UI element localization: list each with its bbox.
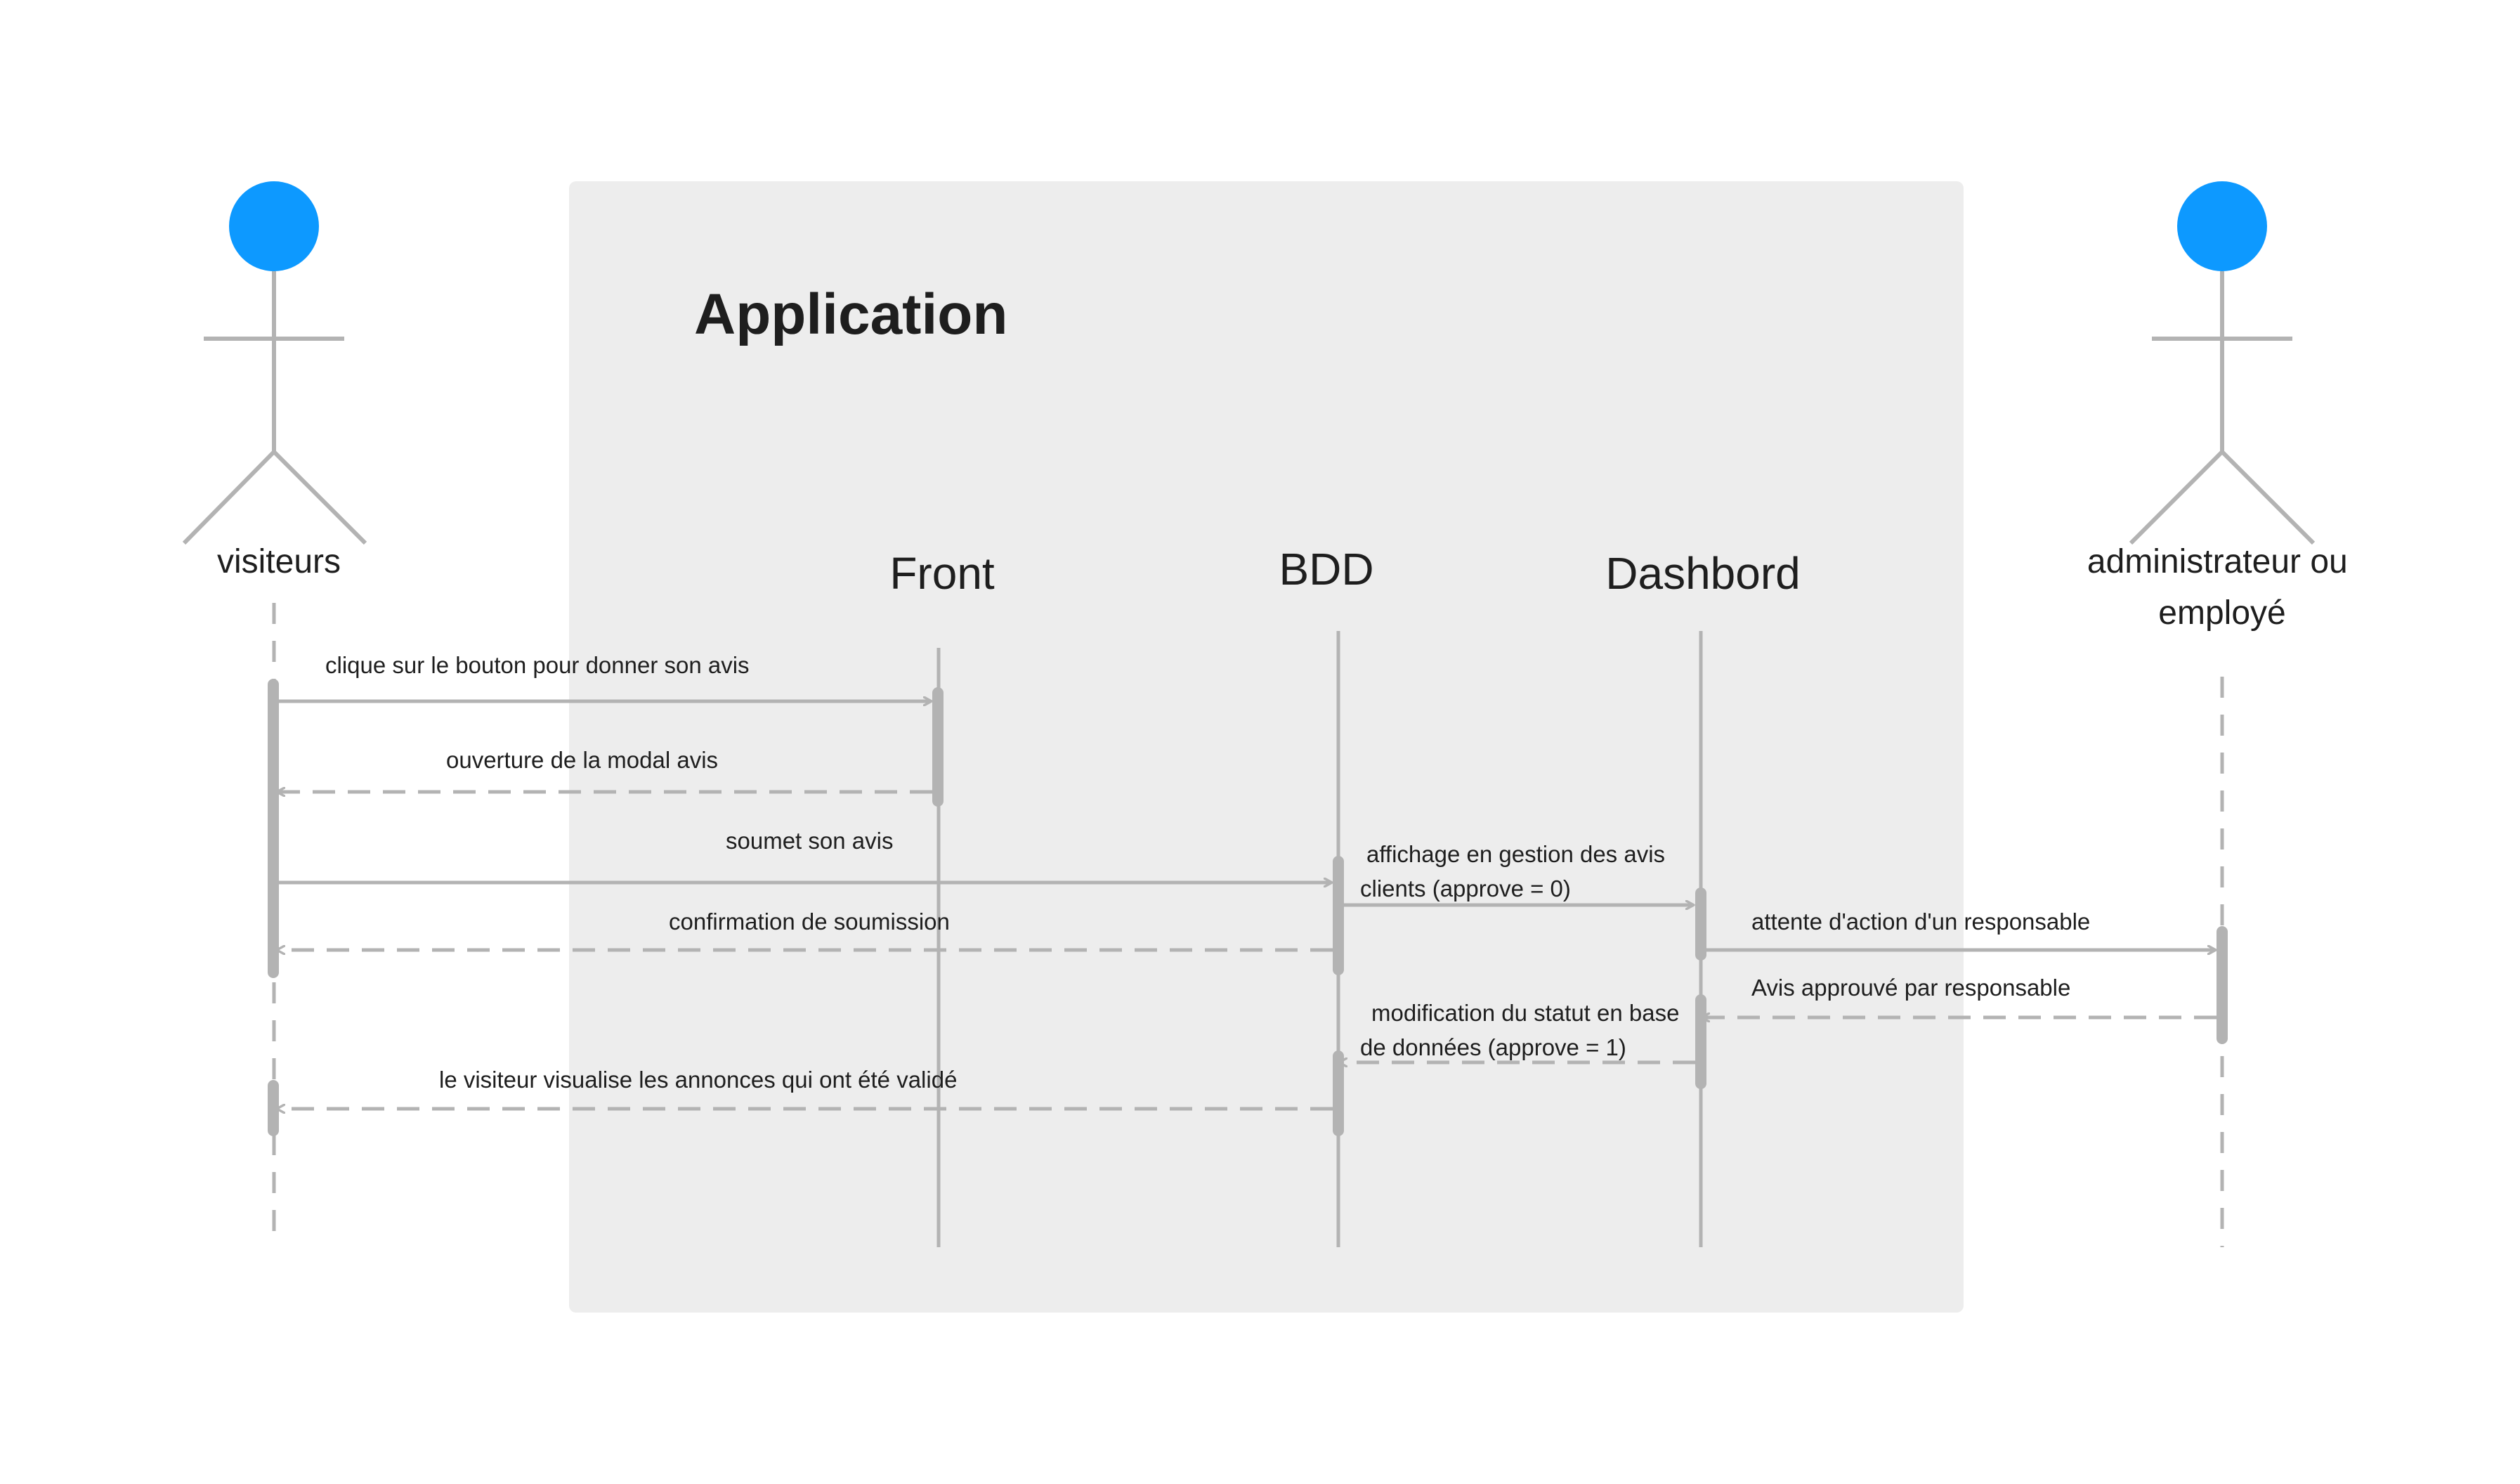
message-label: ouverture de la modal avis <box>446 747 718 773</box>
actor-administrateur-label: administrateur ou employé <box>2087 543 2357 632</box>
lifeline-bdd-label: BDD <box>1279 544 1373 594</box>
message-2: ouverture de la modal avis <box>278 747 932 792</box>
application-frame <box>569 181 1964 1313</box>
message-label: Avis approuvé par responsable <box>1751 975 2070 1001</box>
message-9: le visiteur visualise les annonces qui o… <box>278 1067 1333 1109</box>
application-frame-title: Application <box>694 282 1007 346</box>
message-label: soumet son avis <box>726 828 893 854</box>
message-5: confirmation de soumission <box>278 909 1333 950</box>
message-8: modification du statut en base de donnée… <box>1340 1000 1695 1062</box>
actor-visiteurs-label: visiteurs <box>217 543 341 580</box>
message-label: attente d'action d'un responsable <box>1751 909 2090 935</box>
actor-visiteurs: visiteurs <box>182 181 367 580</box>
message-7: Avis approuvé par responsable <box>1702 975 2217 1017</box>
activation-bar-administrateur <box>2217 926 2228 1044</box>
activation-bar-visiteurs-2 <box>268 1080 279 1136</box>
message-label: affichage en gestion des avis clients (a… <box>1360 841 1671 902</box>
activation-bar-front <box>932 687 944 807</box>
message-label: modification du statut en base de donnée… <box>1360 1000 1686 1060</box>
activation-bar-bdd-2 <box>1333 1050 1344 1136</box>
message-label: clique sur le bouton pour donner son avi… <box>325 652 750 678</box>
message-label: le visiteur visualise les annonces qui o… <box>439 1067 957 1093</box>
message-label: confirmation de soumission <box>669 909 950 935</box>
message-3: soumet son avis <box>279 828 1331 883</box>
activation-bar-dashbord-1 <box>1695 887 1706 961</box>
activation-bar-visiteurs-1 <box>268 679 279 978</box>
activation-bar-bdd-1 <box>1333 856 1344 975</box>
lifeline-dashbord-label: Dashbord <box>1605 548 1801 599</box>
stick-figure-icon <box>2129 181 2316 545</box>
activation-bar-dashbord-2 <box>1695 994 1706 1089</box>
message-1: clique sur le bouton pour donner son avi… <box>279 652 931 701</box>
message-6: attente d'action d'un responsable <box>1706 909 2215 950</box>
message-4: affichage en gestion des avis clients (a… <box>1344 841 1693 905</box>
stick-figure-icon <box>182 181 367 545</box>
lifeline-front-label: Front <box>889 548 995 599</box>
actor-administrateur: administrateur ou employé <box>2087 181 2357 632</box>
